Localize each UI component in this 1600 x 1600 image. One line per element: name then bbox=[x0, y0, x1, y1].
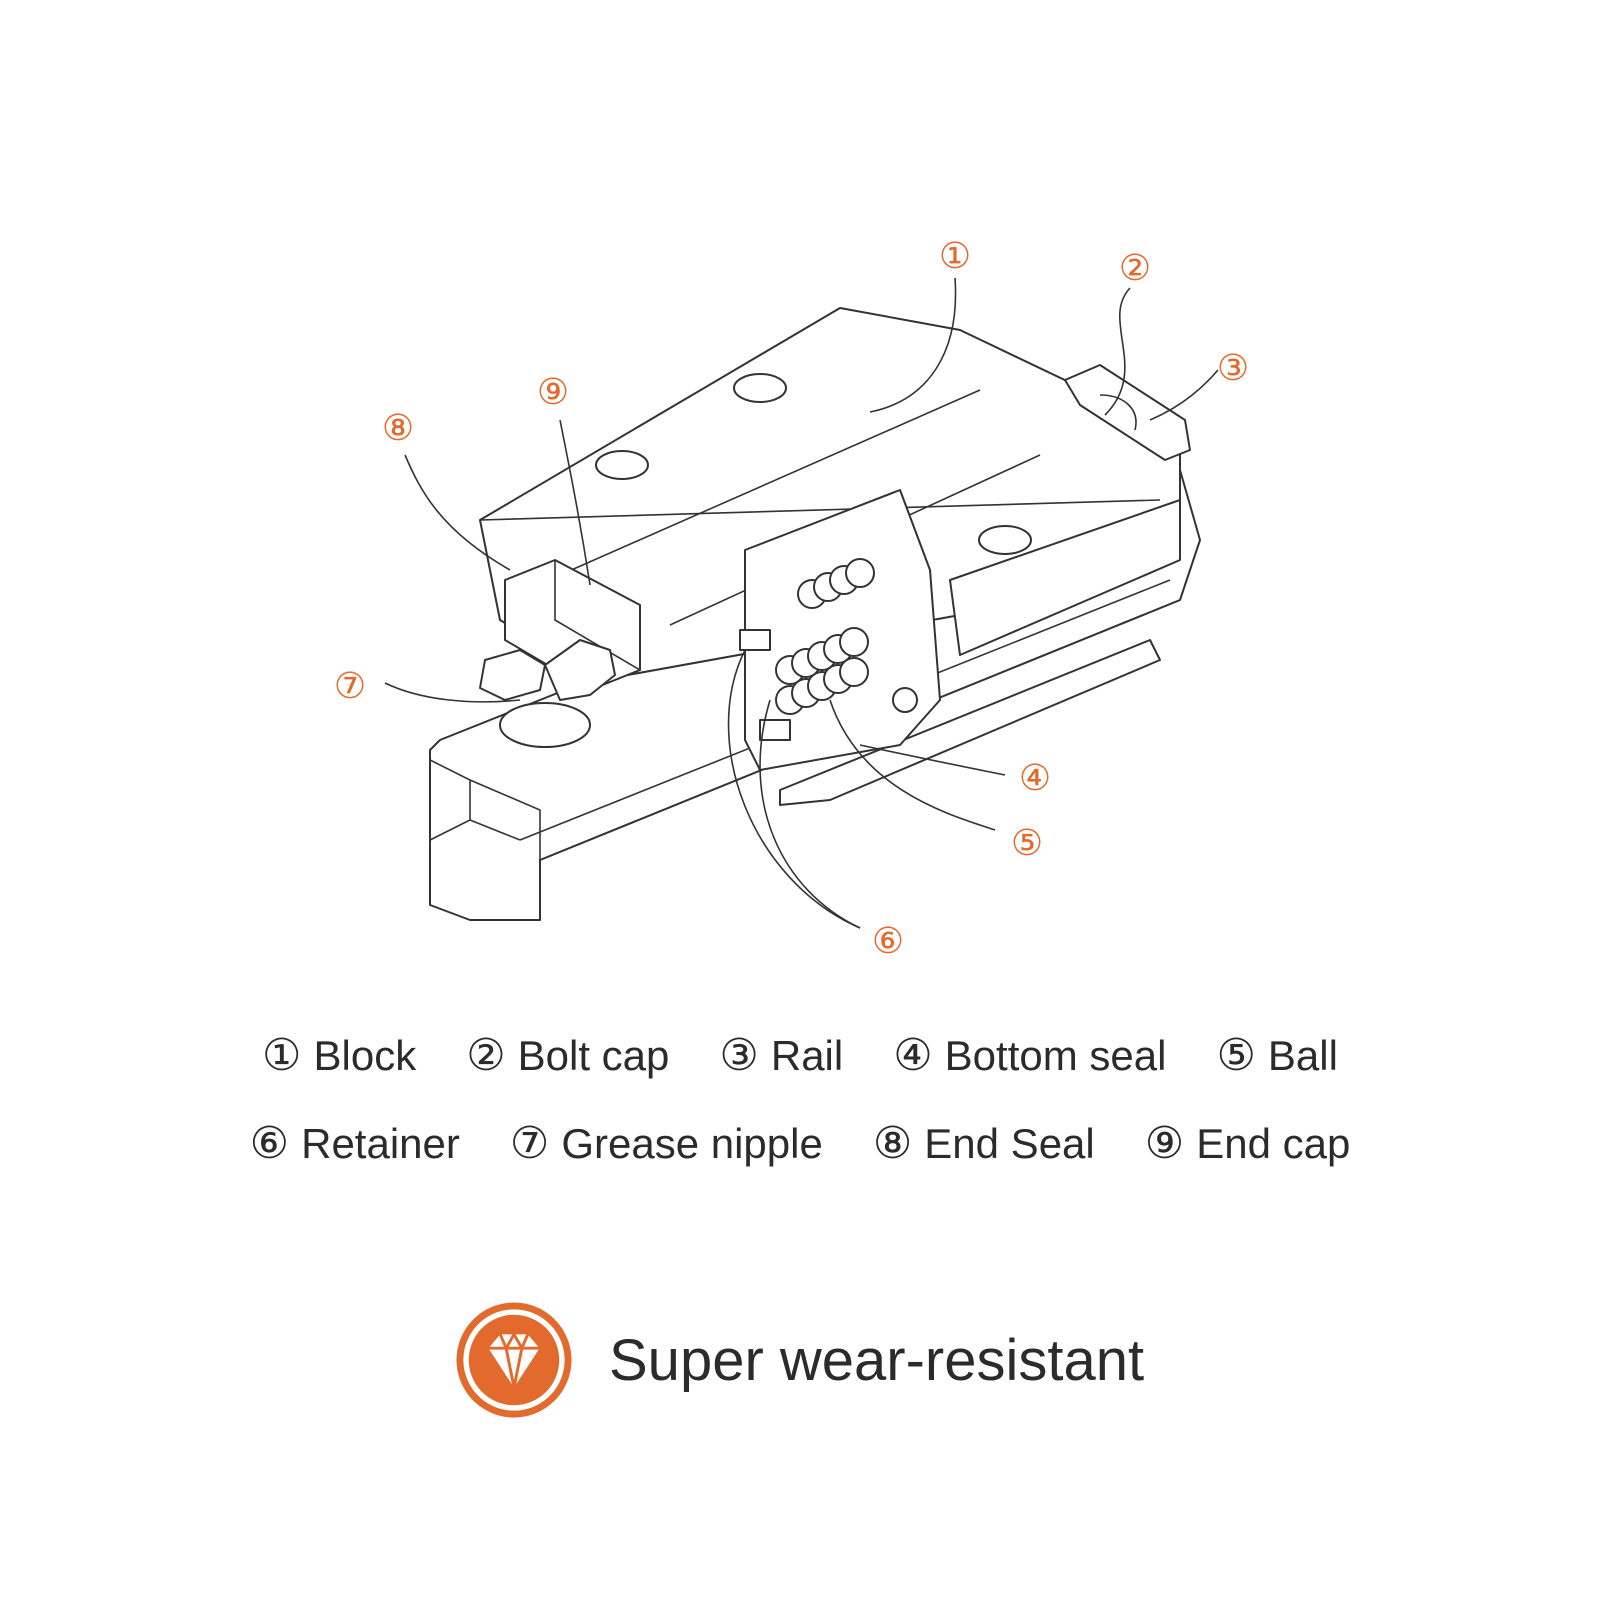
ball-section bbox=[739, 489, 941, 771]
legend-num: ③ bbox=[719, 1030, 759, 1081]
legend-label: Rail bbox=[770, 1031, 844, 1079]
callout-5: ⑤ bbox=[1011, 823, 1043, 864]
legend-item-retainer: ⑥ Retainer bbox=[250, 1118, 460, 1169]
legend-item-ball: ⑤ Ball bbox=[1216, 1030, 1338, 1081]
feature-tagline: Super wear-resistant bbox=[455, 1300, 1144, 1420]
callout-4: ④ bbox=[1019, 758, 1051, 799]
legend-label: End Seal bbox=[924, 1119, 1095, 1167]
bottom-seal bbox=[779, 639, 1161, 806]
legend-label: Bottom seal bbox=[944, 1031, 1167, 1079]
diamond-icon bbox=[456, 1302, 572, 1418]
legend-label: Ball bbox=[1267, 1031, 1338, 1079]
legend-num: ⑤ bbox=[1216, 1030, 1256, 1081]
legend-num: ⑧ bbox=[872, 1118, 913, 1169]
bolt-hole bbox=[733, 373, 787, 403]
callout-7: ⑦ bbox=[334, 666, 366, 707]
legend-num: ⑥ bbox=[249, 1118, 290, 1169]
legend-label: Grease nipple bbox=[561, 1119, 823, 1167]
legend-label: Block bbox=[313, 1031, 417, 1079]
legend-item-bottom-seal: ④ Bottom seal bbox=[893, 1030, 1166, 1081]
leader-lines bbox=[384, 277, 1219, 929]
legend-item-bolt-cap: ② Bolt cap bbox=[466, 1030, 669, 1081]
legend-num: ④ bbox=[893, 1030, 933, 1081]
bolt-hole bbox=[978, 525, 1032, 555]
legend-row-1: ① Block ② Bolt cap ③ Rail ④ Bottom seal … bbox=[0, 1030, 1600, 1081]
legend-num: ② bbox=[466, 1030, 506, 1081]
callout-2: ② bbox=[1119, 248, 1151, 289]
legend-num: ① bbox=[262, 1030, 302, 1081]
bolt-hole bbox=[595, 450, 649, 480]
linear-guide-diagram: ① ② ③ ④ ⑤ ⑥ ⑦ ⑧ ⑨ bbox=[334, 236, 1249, 962]
callout-6: ⑥ bbox=[872, 921, 904, 962]
callout-3: ③ bbox=[1217, 348, 1249, 389]
legend-label: Retainer bbox=[301, 1119, 460, 1167]
balls-row bbox=[775, 558, 875, 715]
bolt-cap bbox=[1064, 364, 1191, 461]
legend-row-2: ⑥ Retainer ⑦ Grease nipple ⑧ End Seal ⑨ … bbox=[0, 1118, 1600, 1169]
legend-item-end-cap: ⑨ End cap bbox=[1145, 1118, 1351, 1169]
legend-num: ⑦ bbox=[509, 1118, 550, 1169]
callout-1: ① bbox=[939, 236, 971, 277]
callout-9: ⑨ bbox=[537, 372, 569, 413]
legend-item-block: ① Block bbox=[262, 1030, 416, 1081]
legend-num: ⑨ bbox=[1144, 1118, 1185, 1169]
callouts: ① ② ③ ④ ⑤ ⑥ ⑦ ⑧ ⑨ bbox=[334, 236, 1249, 962]
grease-nipple bbox=[479, 639, 616, 748]
legend-label: Bolt cap bbox=[517, 1031, 670, 1079]
legend-item-end-seal: ⑧ End Seal bbox=[873, 1118, 1095, 1169]
feature-text: Super wear-resistant bbox=[609, 1327, 1145, 1393]
legend-item-grease-nipple: ⑦ Grease nipple bbox=[510, 1118, 823, 1169]
legend-label: End cap bbox=[1196, 1119, 1351, 1167]
legend-item-rail: ③ Rail bbox=[719, 1030, 843, 1081]
callout-8: ⑧ bbox=[382, 408, 414, 449]
